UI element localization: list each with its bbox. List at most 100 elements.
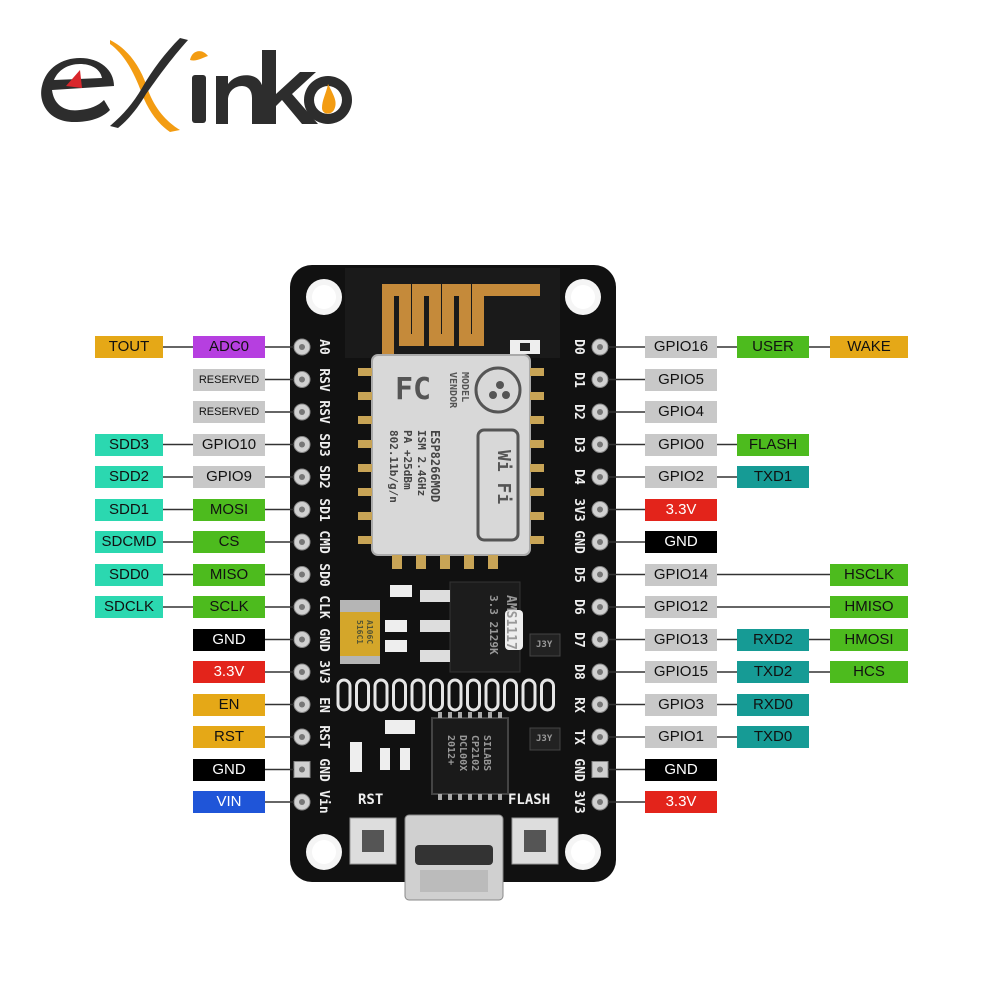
micro-usb-port	[404, 814, 504, 901]
pin-hole	[597, 441, 603, 448]
left-pin-label: GPIO9	[193, 466, 265, 488]
capacitor-text: A106C	[365, 620, 374, 645]
oval-pad	[540, 678, 555, 712]
left-pin-label: SDD1	[95, 498, 163, 521]
pin-hole	[299, 799, 305, 805]
left-silkscreen-pin-name: RST	[316, 725, 331, 749]
pin-hole	[299, 376, 305, 383]
pin-hole	[299, 344, 305, 350]
right-pin-label: HCS	[830, 661, 908, 683]
right-pin-label: GND	[645, 531, 717, 553]
exinko-logo	[41, 38, 352, 132]
left-silkscreen-pin-name: 3V3	[316, 660, 331, 684]
right-pin-label: 3.3V	[645, 498, 717, 521]
right-pin-label: GPIO1	[645, 726, 717, 748]
module-vendor-text: VENDOR	[447, 372, 458, 409]
left-pin-label: SCLK	[193, 596, 265, 618]
right-silkscreen-pin-name: GND	[571, 757, 586, 782]
logo-mark	[41, 38, 352, 132]
pin-hole	[597, 474, 603, 480]
pin-hole	[597, 376, 603, 383]
left-pin-label: CS	[193, 531, 265, 553]
right-pin-label: GPIO3	[645, 693, 717, 716]
left-silkscreen-pin-name: CLK	[316, 595, 331, 619]
right-silkscreen-pin-name: D8	[571, 664, 586, 680]
right-silkscreen-pin-name: D1	[571, 371, 586, 388]
cp2102-chip	[431, 712, 509, 800]
left-pin-label: MOSI	[193, 498, 265, 521]
right-pin-label: GPIO13	[645, 628, 717, 651]
left-silkscreen-pin-name: SD0	[316, 562, 331, 587]
right-silkscreen-pin-name: RX	[571, 696, 586, 713]
tantalum-capacitor	[340, 610, 380, 658]
oval-pad	[336, 678, 352, 712]
pin-hole	[597, 344, 603, 350]
pin-hole	[299, 441, 305, 448]
right-pin-label: RXD0	[737, 693, 809, 716]
right-silkscreen-pin-name: D5	[571, 566, 586, 583]
left-pin-label: ADC0	[193, 336, 265, 358]
usb-chip-text: CP2102	[469, 735, 480, 772]
left-silkscreen-pin-name: SD1	[316, 497, 331, 522]
right-silkscreen-pin-name: D0	[571, 339, 586, 355]
right-pin-label: HMISO	[830, 596, 908, 618]
rst-button	[349, 817, 397, 865]
oval-pad	[521, 678, 537, 712]
oval-pad	[429, 678, 444, 712]
oval-pad	[410, 678, 426, 712]
left-pin-label: EN	[193, 693, 265, 716]
right-pin-label: GND	[645, 758, 717, 781]
flash-button-label: FLASH	[508, 792, 551, 808]
left-pin-label: SDD0	[95, 563, 163, 586]
right-silkscreen-pin-name: D2	[571, 404, 586, 420]
left-silkscreen-pin-name: A0	[316, 339, 331, 355]
leader-lines	[163, 346, 830, 803]
right-pin-label: GPIO12	[645, 596, 717, 618]
module-spec-line: 802.11b/g/n	[387, 430, 400, 503]
right-pin-label: HMOSI	[830, 628, 908, 651]
left-pin-label: RESERVED	[193, 401, 265, 423]
left-pin-label: SDD2	[95, 466, 163, 488]
right-pin-label: 3.3V	[645, 791, 717, 813]
pin-hole	[597, 409, 603, 415]
right-pin-label: GPIO0	[645, 433, 717, 456]
regulator-text: 3.3 2129K	[487, 595, 500, 655]
module-model-text: MODEL	[459, 372, 470, 403]
transistors	[529, 633, 561, 751]
pin-hole	[299, 506, 305, 513]
left-silkscreen-pin-name: RSV	[316, 400, 331, 424]
left-silkscreen-pin-name: SD2	[316, 465, 331, 489]
module-name-text: ESP8266MOD	[428, 430, 442, 503]
left-pin-label: SDCMD	[95, 531, 163, 553]
right-pin-label: RXD2	[737, 628, 809, 651]
esp8266-module	[358, 354, 544, 569]
oval-pad	[503, 678, 518, 712]
left-pin-label: GND	[193, 758, 265, 781]
left-silkscreen-pin-name: EN	[316, 696, 331, 713]
pin-hole	[299, 409, 305, 415]
flash-button	[511, 817, 559, 865]
left-pin-label: 3.3V	[193, 661, 265, 683]
left-pin-label: RST	[193, 726, 265, 748]
right-pin-label: GPIO14	[645, 563, 717, 586]
pin-hole	[597, 799, 603, 805]
right-silkscreen-pin-name: D3	[571, 436, 586, 453]
pin-hole	[597, 571, 603, 578]
pin-hole	[299, 604, 305, 610]
left-silkscreen-pin-name: CMD	[316, 530, 331, 554]
rst-button-label: RST	[358, 792, 384, 808]
oval-pad	[355, 678, 370, 712]
right-silkscreen-pin-name: D6	[571, 599, 586, 615]
left-pin-label: SDD3	[95, 433, 163, 456]
usb-chip-text: 2012+	[445, 735, 456, 766]
transistor-text: J3Y	[536, 640, 553, 650]
transistor-text: J3Y	[536, 734, 553, 744]
oval-pad	[447, 678, 463, 712]
pin-hole	[299, 636, 305, 643]
right-pin-label: USER	[737, 336, 809, 358]
right-pin-label: FLASH	[737, 433, 809, 456]
right-pin-label: GPIO15	[645, 661, 717, 683]
left-pin-label: RESERVED	[193, 368, 265, 391]
pin-hole	[597, 604, 603, 610]
